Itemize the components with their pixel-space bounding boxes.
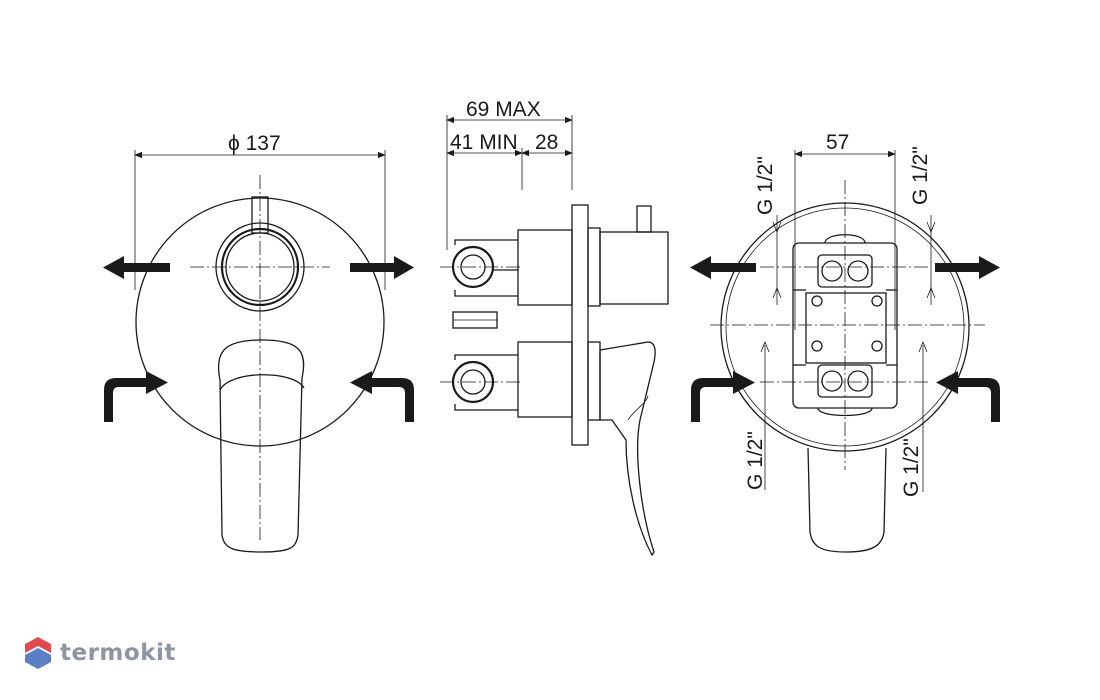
front-view: ϕ 137 [103, 132, 414, 553]
port-upper-left [821, 260, 843, 282]
diverter-knob-side [599, 231, 669, 305]
outlet-arrow-right [350, 256, 414, 279]
body-core [805, 292, 887, 364]
valve-body-lower [517, 341, 573, 418]
lever-edge [219, 374, 305, 391]
inlet-arrow-left [691, 371, 755, 422]
wall-plate [571, 204, 589, 446]
watermark-logo: termokit [24, 636, 176, 670]
port-housing [454, 239, 490, 411]
outlet-arrow-left [103, 256, 170, 279]
lever-flange [587, 341, 601, 421]
mount-hole [871, 340, 883, 352]
mixer-lever [217, 339, 305, 553]
inlet-arrow-right [350, 371, 414, 422]
thread-label-bottom-right: G 1/2" [900, 438, 923, 497]
outlet-arrow-right [935, 256, 1000, 279]
side-view: 69 MAX 41 MIN 28 [440, 98, 669, 557]
spacing-label: 57 [826, 131, 849, 154]
outlet-arrow-left [690, 256, 756, 279]
mount-hole [871, 295, 883, 307]
thread-label-top-right: G 1/2" [909, 146, 932, 205]
thread-ticks [760, 221, 936, 353]
mount-hole [811, 295, 823, 307]
valve-body-upper [517, 229, 573, 306]
body-connections [490, 239, 518, 411]
body-bottom-arc [817, 407, 873, 417]
rear-view: 57 G 1/2" G 1/ [690, 131, 1000, 553]
watermark-text: termokit [60, 640, 176, 666]
port-lower-left [821, 370, 843, 392]
lever-side [599, 341, 656, 557]
diverter-pin-side [636, 205, 652, 233]
depth-min-label: 41 MIN [450, 131, 518, 154]
inlet-arrow-right [936, 371, 1000, 422]
lever-side-edge [627, 395, 649, 421]
diameter-label: ϕ 137 [228, 132, 281, 155]
diverter-flange [587, 227, 601, 307]
port-lower-right [847, 370, 869, 392]
depth-max-label: 69 MAX [466, 98, 541, 121]
mount-hole [811, 340, 823, 352]
thread-label-top-left: G 1/2" [754, 156, 777, 215]
termokit-logo-icon [25, 637, 51, 669]
rear-lever [807, 447, 887, 553]
port-upper-right [847, 260, 869, 282]
depth-28-label: 28 [535, 131, 558, 154]
inlet-arrow-left [104, 371, 168, 422]
thread-label-bottom-left: G 1/2" [744, 431, 767, 490]
